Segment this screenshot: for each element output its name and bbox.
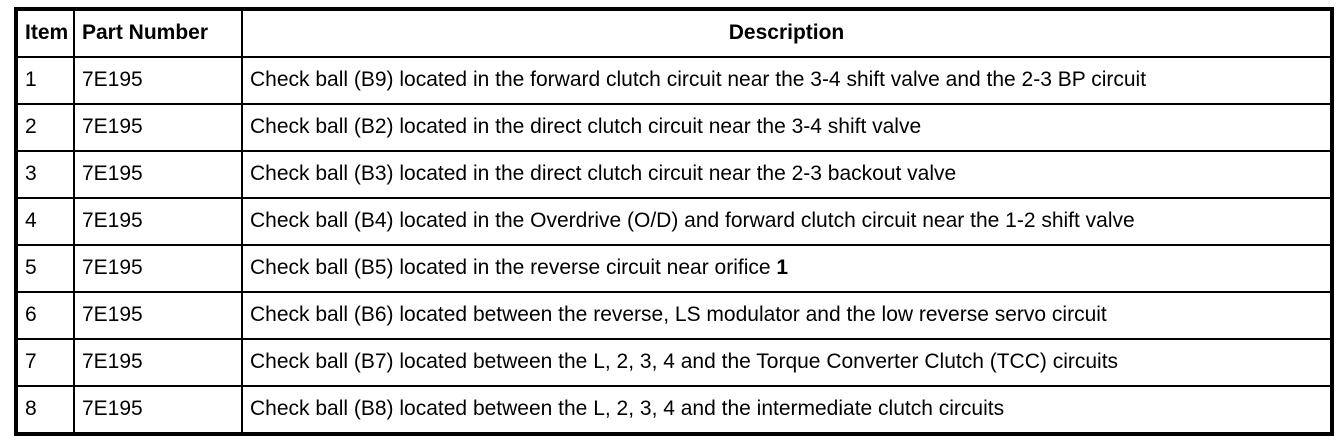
cell-part-number: 7E195 (73, 385, 243, 435)
description-emphasis: 1 (776, 256, 789, 280)
cell-item: 3 (15, 150, 75, 199)
cell-description: Check ball (B8) located between the L, 2… (241, 385, 1333, 435)
cell-description: Check ball (B9) located in the forward c… (241, 56, 1333, 105)
cell-description: Check ball (B7) located between the L, 2… (241, 338, 1333, 387)
column-header-item: Item (15, 8, 75, 58)
cell-item: 2 (15, 103, 75, 152)
cell-part-number: 7E195 (73, 244, 243, 293)
cell-item: 7 (15, 338, 75, 387)
table-header-row: Item Part Number Description (15, 8, 1333, 58)
description-text: Check ball (B5) located in the reverse c… (250, 256, 777, 280)
cell-description: Check ball (B5) located in the reverse c… (241, 244, 1333, 293)
cell-part-number: 7E195 (73, 103, 243, 152)
cell-description: Check ball (B6) located between the reve… (241, 291, 1333, 340)
cell-part-number: 7E195 (73, 338, 243, 387)
cell-part-number: 7E195 (73, 56, 243, 105)
cell-item: 5 (15, 244, 75, 293)
cell-item: 1 (15, 56, 75, 105)
cell-item: 4 (15, 197, 75, 246)
column-header-part-number: Part Number (73, 8, 243, 58)
cell-item: 6 (15, 291, 75, 340)
table-header: Item Part Number Description (15, 8, 1333, 58)
cell-part-number: 7E195 (73, 150, 243, 199)
cell-part-number: 7E195 (73, 291, 243, 340)
cell-description: Check ball (B4) located in the Overdrive… (241, 197, 1333, 246)
column-header-description: Description (241, 8, 1333, 58)
cell-description: Check ball (B3) located in the direct cl… (241, 150, 1333, 199)
cell-item: 8 (15, 385, 75, 435)
cell-part-number: 7E195 (73, 197, 243, 246)
cell-description: Check ball (B2) located in the direct cl… (241, 103, 1333, 152)
